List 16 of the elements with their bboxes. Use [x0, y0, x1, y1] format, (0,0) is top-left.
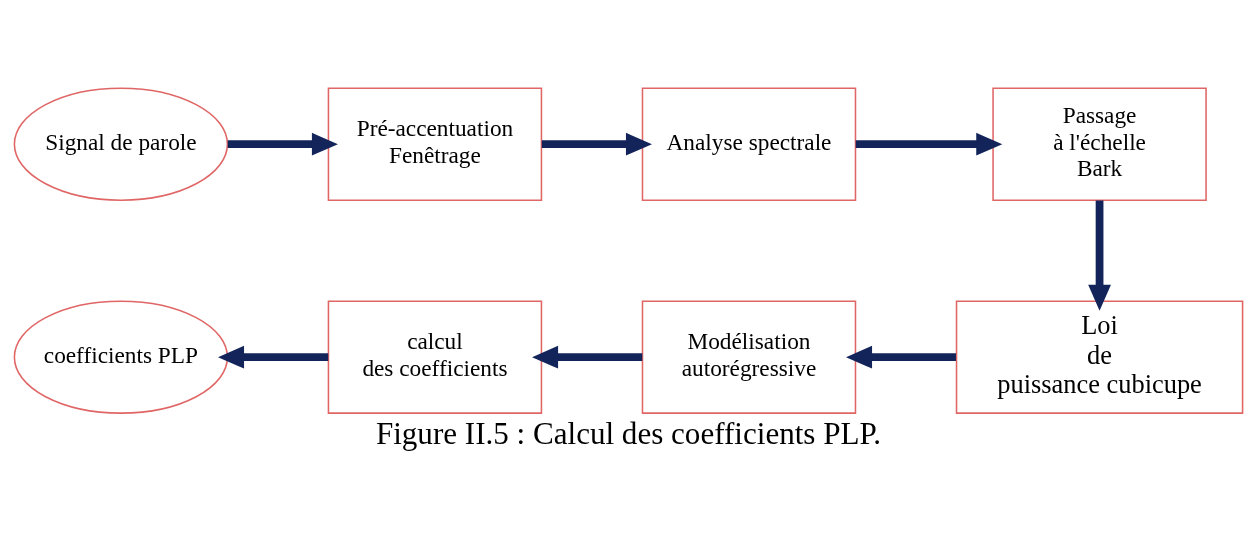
node-ellipse: Signal de parole	[13, 86, 229, 201]
caption: Figure II.5 : Calcul des coefficients PLP.	[375, 415, 882, 451]
arrow	[1088, 200, 1111, 311]
node-box: Analyse spectrale	[641, 86, 857, 201]
arrow	[846, 345, 956, 369]
node-box: calcul des coefficients	[327, 299, 543, 414]
arrow	[541, 132, 652, 156]
node-box: Pré-accentuation Fenêtrage	[327, 86, 543, 201]
node-ellipse: coefficients PLP	[13, 299, 229, 414]
arrow	[227, 132, 338, 156]
arrow	[855, 132, 1003, 156]
node-box: Loi de puissance cubicupe	[955, 299, 1244, 414]
node-box: Modélisation autorégressive	[641, 299, 857, 414]
arrow	[532, 345, 643, 369]
arrow	[218, 345, 329, 369]
node-box: Passage à l'échelle Bark	[992, 86, 1207, 201]
